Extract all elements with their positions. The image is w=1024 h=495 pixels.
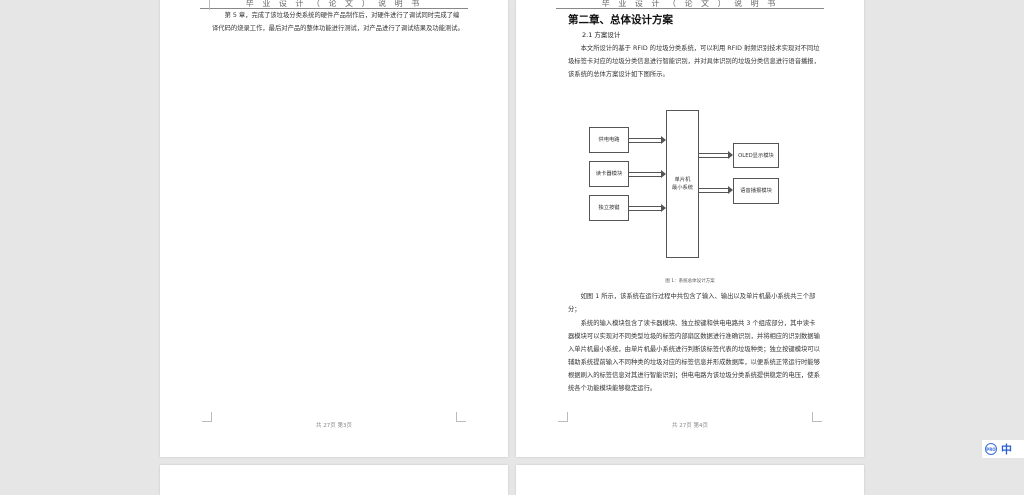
margin-mark (558, 412, 568, 422)
diagram-arrow (629, 204, 666, 212)
figure-caption: 图 1：系统总体设计方案 (665, 279, 715, 284)
ime-toolbar[interactable]: PRO 中 (982, 440, 1024, 458)
page-footer: 共 27页 第4页 (672, 423, 708, 429)
page-footer: 共 27页 第3页 (316, 423, 352, 429)
diagram-arrow (699, 186, 733, 194)
page-header: 毕 业 设 计 （ 论 文 ） 说 明 书 (556, 0, 824, 9)
chapter-title: 第二章、总体设计方案 (568, 14, 673, 26)
margin-mark (200, 0, 210, 10)
document-page-3: 毕 业 设 计 （ 论 文 ） 说 明 书 第 5 章，完成了该垃圾分类系统的硬… (160, 0, 508, 457)
diagram-box-input: 读卡器模块 (589, 161, 629, 187)
language-toggle[interactable]: 中 (1001, 443, 1012, 456)
margin-mark (812, 412, 822, 422)
paragraph: 如图 1 所示，该系统在运行过程中共包含了输入、输出以及单片机最小系统共三个部分… (568, 293, 816, 313)
document-page-6 (516, 465, 864, 495)
document-page-4: 毕 业 设 计 （ 论 文 ） 说 明 书 第二章、总体设计方案 2.1 方案设… (516, 0, 864, 457)
margin-mark (202, 412, 212, 422)
section-title: 2.1 方案设计 (582, 31, 621, 39)
margin-mark (456, 412, 466, 422)
page-header: 毕 业 设 计 （ 论 文 ） 说 明 书 (200, 0, 468, 9)
diagram-arrow (629, 170, 666, 178)
diagram-box-output: 语音播报模块 (733, 178, 779, 204)
diagram-box-input: 独立按键 (589, 195, 629, 221)
diagram-arrow (629, 136, 666, 144)
paragraph: 系统的输入模块包含了读卡器模块、独立按键和供电电路共 3 个组成部分，其中读卡器… (568, 320, 820, 392)
mcu-label: 单片机 (674, 177, 691, 183)
diagram-arrow (699, 151, 733, 159)
diagram-box-mcu: 单片机 最小系统 (666, 110, 699, 258)
paragraph: 第 5 章，完成了该垃圾分类系统的硬件产品制作后，对硬件进行了调试同时完成了编译… (212, 12, 464, 32)
diagram-box-output: OLED显示模块 (733, 143, 779, 168)
document-page-5 (160, 465, 508, 495)
intro-paragraph: 本文所设计的基于 RFID 的垃圾分类系统，可以利用 RFID 射频识别技术实现… (568, 45, 820, 78)
ime-icon[interactable]: PRO (985, 443, 997, 455)
mcu-label: 最小系统 (671, 185, 694, 191)
diagram-box-input: 供电电路 (589, 127, 629, 153)
